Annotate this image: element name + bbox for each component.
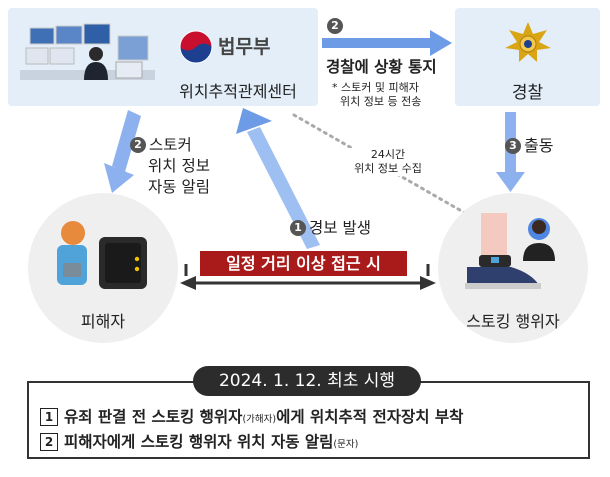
notify-line-2: 위치 정보	[148, 157, 210, 175]
distance-arrow	[180, 264, 436, 290]
step3-label: 출동	[524, 136, 554, 155]
stalker-circle: 스토킹 행위자	[438, 193, 588, 343]
collect-line-2: 위치 정보 수집	[354, 162, 422, 175]
ministry-emblem-icon	[179, 30, 213, 64]
date-pill: 2024. 1. 12. 최초 시행	[193, 366, 421, 396]
victim-circle: 피해자	[28, 193, 178, 343]
control-center-box: 법무부 위치추적관제센터	[8, 8, 318, 106]
summary-item-1-small: (가해자)	[242, 414, 277, 425]
arrow-to-victim	[104, 110, 141, 193]
summary-item-1-text-b: 에게 위치추적 전자장치 부착	[276, 408, 464, 426]
police-label: 경찰	[511, 83, 544, 103]
control-center-name: 위치추적관제센터	[179, 82, 297, 101]
step2-num: 2	[327, 16, 346, 35]
distance-banner: 일정 거리 이상 접근 시	[200, 251, 407, 276]
victim-illustration	[57, 221, 147, 289]
step2-note-1: * 스토커 및 피해자	[332, 81, 419, 94]
summary-item-1-number: 1	[40, 408, 58, 426]
step2-title: 경찰에 상황 통지	[326, 58, 437, 76]
summary-item-1: 1 유죄 판결 전 스토킹 행위자(가해자)에게 위치추적 전자장치 부착	[40, 405, 463, 427]
stalker-label: 스토킹 행위자	[466, 312, 560, 331]
alarm-label: 경보 발생	[309, 219, 371, 237]
control-room-illustration	[20, 23, 155, 80]
ministry-name: 법무부	[218, 36, 271, 58]
collect-line-1: 24시간	[370, 148, 406, 161]
step2-number: 2	[327, 18, 343, 34]
stalker-illustration	[465, 213, 555, 289]
summary-item-1-text-a: 유죄 판결 전 스토킹 행위자	[64, 408, 243, 426]
summary-item-2-number: 2	[40, 433, 58, 451]
step2-note-2: 위치 정보 등 전송	[340, 95, 422, 108]
alarm-number: 1	[290, 220, 306, 236]
arrow-alarm-up	[236, 108, 320, 249]
notify-line-3: 자동 알림	[148, 178, 210, 196]
collect-label: 24시간 위치 정보 수집	[333, 148, 443, 176]
police-box: 경찰	[455, 8, 600, 106]
summary-item-2: 2 피해자에게 스토킹 행위자 위치 자동 알림(문자)	[40, 430, 358, 452]
notify-line-1: 스토커	[149, 136, 192, 154]
notify-number: 2	[130, 137, 146, 153]
arrow-to-police	[322, 30, 452, 56]
victim-label: 피해자	[80, 312, 126, 331]
summary-item-2-text-a: 피해자에게 스토킹 행위자 위치 자동 알림	[64, 433, 334, 451]
summary-item-2-small: (문자)	[333, 439, 359, 450]
police-emblem-icon	[505, 22, 551, 62]
step3-number: 3	[505, 138, 521, 154]
